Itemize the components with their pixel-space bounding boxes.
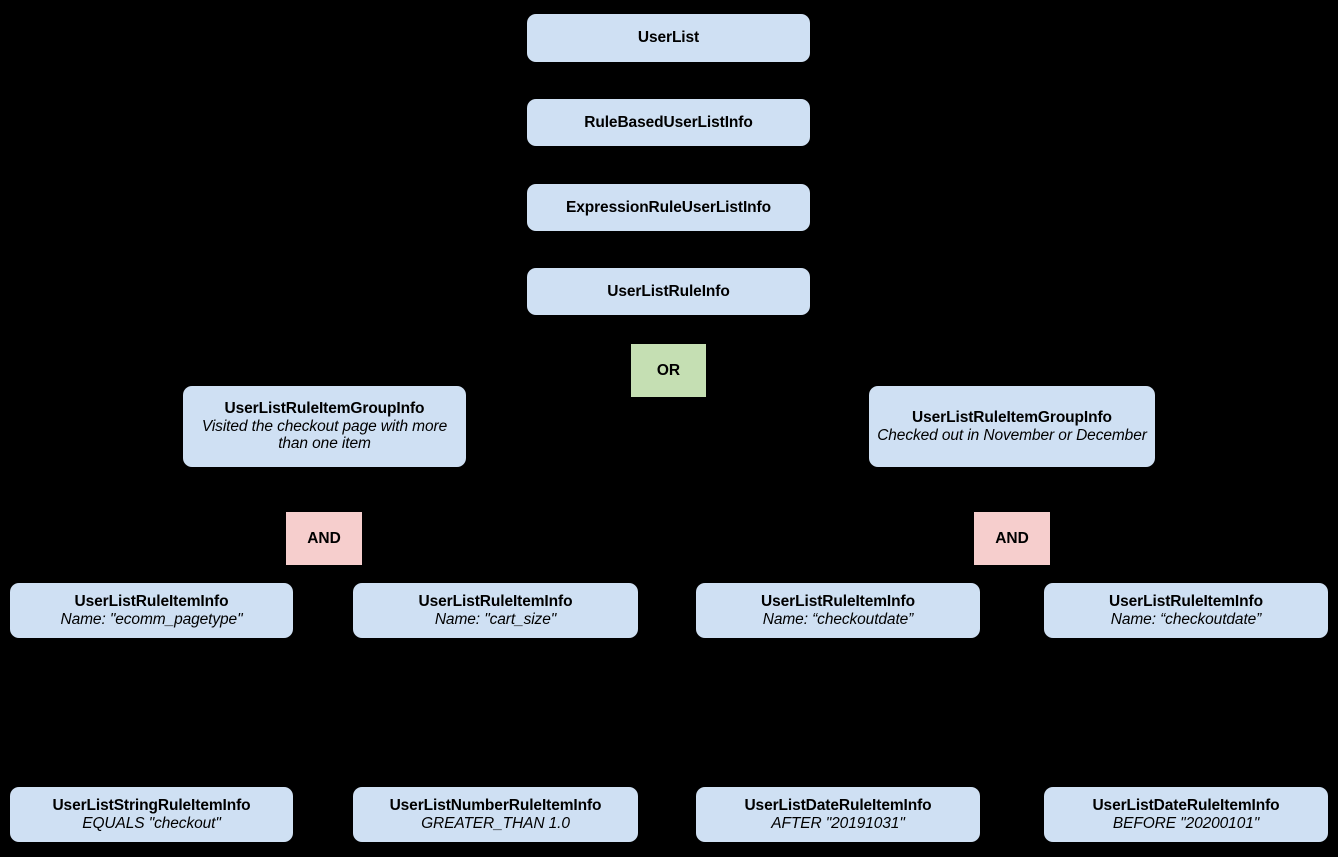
node-rule-item-3[interactable]: UserListRuleItemInfo Name: “checkoutdate… (1044, 583, 1328, 638)
node-subtitle: BEFORE "20200101" (1112, 814, 1260, 832)
node-title: RuleBasedUserListInfo (584, 113, 753, 131)
edge-and-right-bus (838, 570, 1187, 573)
node-title: ExpressionRuleUserListInfo (566, 198, 771, 216)
node-leaf-date-rule-before[interactable]: UserListDateRuleItemInfo BEFORE "2020010… (1044, 787, 1328, 842)
node-subtitle: AFTER "20191031" (771, 814, 905, 832)
node-title: UserList (637, 29, 700, 47)
operator-label: AND (307, 529, 341, 547)
node-rule-item-2[interactable]: UserListRuleItemInfo Name: “checkoutdate… (696, 583, 980, 638)
edge-and-left-bus (151, 570, 496, 573)
edge-and-left-drop-1 (494, 570, 497, 583)
node-title: UserListRuleItemInfo (761, 592, 915, 610)
node-rule-item-1[interactable]: UserListRuleItemInfo Name: "cart_size" (353, 583, 638, 638)
edge-group-left-to-and (323, 467, 326, 512)
node-subtitle: Checked out in November or December (877, 426, 1147, 444)
edge-group-right-to-and (1011, 467, 1014, 512)
edge-or-to-group-left (323, 366, 326, 386)
node-group-left[interactable]: UserListRuleItemGroupInfo Visited the ch… (183, 386, 466, 467)
node-subtitle: Name: "ecomm_pagetype" (60, 610, 243, 628)
node-subtitle: Name: "cart_size" (434, 610, 557, 628)
node-subtitle: Visited the checkout page with more than… (201, 417, 448, 453)
node-userlistruleinfo[interactable]: UserListRuleInfo (527, 268, 810, 315)
node-expressionruleuserlistinfo[interactable]: ExpressionRuleUserListInfo (527, 184, 810, 231)
edge-item-3-to-leaf-3 (1185, 638, 1188, 787)
edge-and-right-drop-0 (837, 570, 840, 583)
edge-and-left-drop-0 (150, 570, 153, 583)
operator-and-right[interactable]: AND (974, 512, 1050, 565)
operator-or[interactable]: OR (631, 344, 706, 397)
node-title: UserListStringRuleItemInfo (52, 796, 251, 814)
node-subtitle: EQUALS "checkout" (82, 814, 221, 832)
node-title: UserListRuleItemGroupInfo (224, 399, 425, 417)
operator-label: OR (656, 361, 681, 379)
operator-and-left[interactable]: AND (286, 512, 362, 565)
node-rulebaseduserlistinfo[interactable]: RuleBasedUserListInfo (527, 99, 810, 146)
node-title: UserListNumberRuleItemInfo (389, 796, 602, 814)
node-subtitle: Name: “checkoutdate” (1110, 610, 1262, 628)
node-rule-item-0[interactable]: UserListRuleItemInfo Name: "ecomm_pagety… (10, 583, 293, 638)
node-title: UserListDateRuleItemInfo (744, 796, 932, 814)
edge-item-0-to-leaf-0 (150, 638, 153, 787)
edge-item-2-to-leaf-2 (837, 638, 840, 787)
node-title: UserListRuleItemInfo (74, 592, 229, 610)
node-userlist[interactable]: UserList (527, 14, 810, 62)
node-title: UserListDateRuleItemInfo (1092, 796, 1280, 814)
node-leaf-string-rule[interactable]: UserListStringRuleItemInfo EQUALS "check… (10, 787, 293, 842)
edge-ruleinfo-to-or (667, 315, 670, 344)
node-leaf-date-rule-after[interactable]: UserListDateRuleItemInfo AFTER "20191031… (696, 787, 980, 842)
node-title: UserListRuleItemInfo (1109, 592, 1263, 610)
node-title: UserListRuleItemGroupInfo (912, 408, 1112, 426)
edge-or-to-group-right (1011, 366, 1014, 386)
edge-or-trunk (667, 397, 670, 417)
edge-rulebased-to-expression (667, 146, 670, 184)
node-title: UserListRuleItemInfo (418, 592, 573, 610)
edge-userlist-to-rulebased (667, 62, 670, 99)
node-subtitle: GREATER_THAN 1.0 (421, 814, 570, 832)
node-title: UserListRuleInfo (607, 282, 730, 300)
operator-label: AND (995, 529, 1029, 547)
edge-expression-to-ruleinfo (667, 231, 670, 268)
edge-item-1-to-leaf-1 (494, 638, 497, 787)
node-group-right[interactable]: UserListRuleItemGroupInfo Checked out in… (869, 386, 1155, 467)
edge-and-right-drop-1 (1185, 570, 1188, 583)
node-subtitle: Name: “checkoutdate” (762, 610, 914, 628)
node-leaf-number-rule[interactable]: UserListNumberRuleItemInfo GREATER_THAN … (353, 787, 638, 842)
